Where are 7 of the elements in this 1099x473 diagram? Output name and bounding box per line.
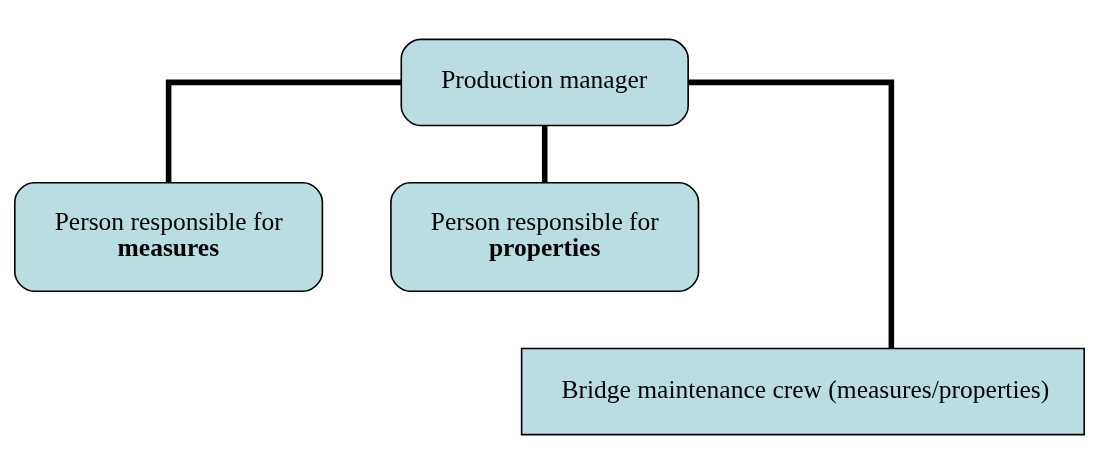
node-box: Person responsible for measures: [14, 181, 324, 292]
connector: [688, 79, 895, 348]
connector: [541, 124, 548, 183]
connector: [165, 79, 401, 182]
node-box: Person responsible for properties: [390, 181, 700, 292]
node-box: Bridge maintenance crew (measures/properties): [520, 347, 1085, 435]
node-box: Production manager: [400, 38, 689, 126]
